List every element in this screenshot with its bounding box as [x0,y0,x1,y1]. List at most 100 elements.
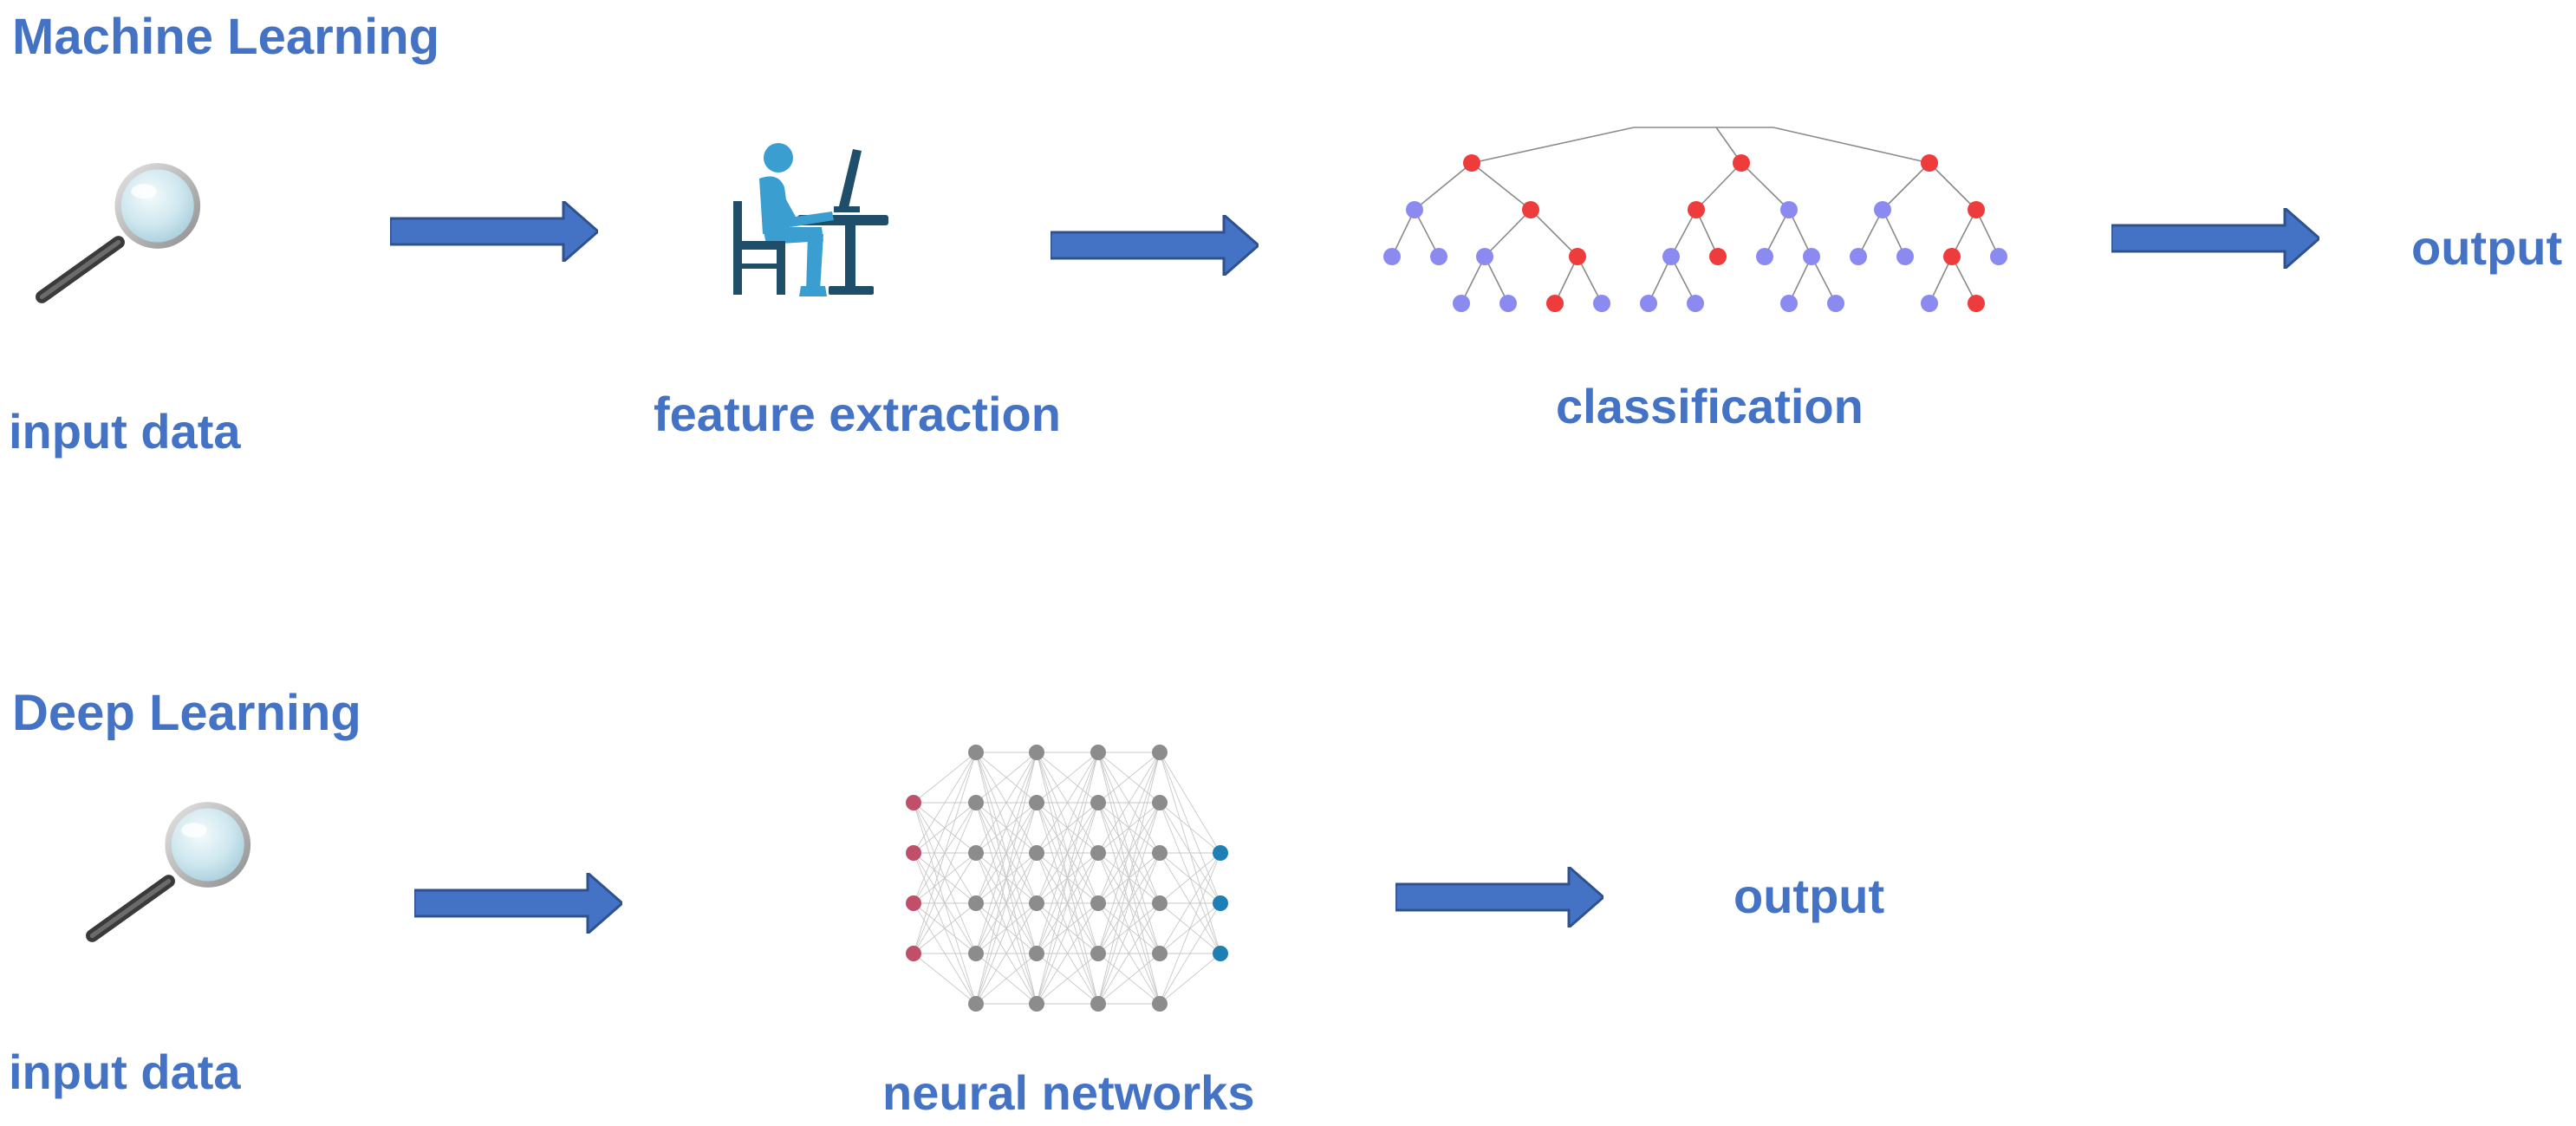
nn-connection [1036,752,1099,1005]
tree-node [1780,201,1798,218]
tree-edge [1577,256,1603,304]
ml-output-label: output [2411,220,2562,275]
dl-output-label: output [1734,869,1884,923]
nn-connection [913,752,977,904]
tree-node [1687,295,1704,312]
nn-connection [1097,752,1161,854]
nn-neuron [1152,745,1168,760]
nn-neuron [1152,845,1168,861]
person-at-computer-icon [733,143,888,296]
nn-connection [1097,953,1161,1005]
nn-connection [913,802,977,954]
tree-node [1569,248,1586,265]
tree-edge [1857,209,1883,257]
tree-node [1896,248,1914,265]
machine-learning-section: Machine Learning input data [9,9,2562,459]
nn-neuron [1152,795,1168,810]
nn-connection [913,852,977,954]
tree-node [1803,248,1820,265]
nn-connection [1036,752,1099,904]
nn-neuron [1213,895,1228,911]
tree-edge [1951,256,1977,304]
tree-node [1827,295,1844,312]
nn-connection [1036,752,1099,804]
tree-edge [1951,209,1977,257]
tree-edges [1391,127,2000,304]
nn-connection [1036,802,1099,1005]
nn-connection [975,752,1038,804]
nn-neuron [1090,845,1106,861]
nn-neuron [906,946,921,961]
nn-neuron [1213,946,1228,961]
nn-neuron [968,895,984,911]
tree-edge [1471,127,1930,164]
tree-edge [1670,256,1696,304]
nn-neuron [906,795,921,810]
nn-connection [1159,852,1221,1005]
ml-feature-step: feature extraction [654,143,1061,441]
nn-connection [1159,802,1221,854]
nn-neuron [1029,895,1044,911]
tree-edge [1484,256,1509,304]
tree-node [1476,248,1493,265]
tree-node [1968,295,1985,312]
nn-connection [975,802,1038,1005]
ml-classification-step: classification [1383,127,2007,433]
tree-node [1921,154,1938,172]
nn-neuron [906,845,921,861]
nn-connection [1036,852,1099,1005]
tree-node [1640,295,1657,312]
nn-neuron [1090,795,1106,810]
nn-connection [975,852,1038,1005]
nn-connection [1159,902,1221,1005]
arrow-icon [1051,215,1259,276]
nn-connection [1097,752,1161,904]
magnifier-icon [92,802,250,935]
dl-input-label: input data [9,1045,241,1099]
tree-edge [1811,256,1837,304]
dl-title: Deep Learning [12,685,361,741]
nn-neuron [1029,745,1044,760]
tree-edge [1530,209,1578,257]
tree-node [1546,295,1564,312]
arrow-icon [390,201,598,262]
tree-node [1522,201,1539,218]
nn-connection [975,752,1038,904]
nn-connection [1036,752,1099,954]
nn-neuron [1029,996,1044,1012]
nn-connection [1159,852,1221,904]
tree-node [1499,295,1517,312]
nn-connection [1097,752,1161,804]
tree-node [1990,248,2007,265]
nn-connection [913,752,977,804]
nn-neuron [1029,946,1044,961]
nn-connection [1097,752,1161,1005]
tree-node [1850,248,1867,265]
tree-edge [1740,162,1790,211]
dl-network-step: neural networks [882,745,1254,1120]
tree-node [1733,154,1750,172]
nn-connection [1159,752,1221,854]
dl-input-step: input data [9,802,250,1099]
tree-node [1709,248,1727,265]
nn-connection [1097,752,1161,954]
nn-connection [1159,953,1221,1005]
tree-node [1921,295,1938,312]
nn-connection [1036,752,1099,854]
tree-edge [1414,162,1473,211]
nn-neuron [1152,895,1168,911]
tree-edge [1764,209,1790,257]
tree-node [1453,295,1470,312]
nn-neuron [1152,946,1168,961]
tree-edge [1929,162,1977,211]
nn-connection [913,902,977,954]
nn-connection [1036,953,1099,1005]
deep-learning-section: Deep Learning input data neural networks… [9,685,1884,1120]
nn-connection [975,752,1038,854]
tree-node [1968,201,1985,218]
tree-edge [1670,209,1697,257]
decision-tree-icon [1383,127,2007,312]
nn-neuron [1090,895,1106,911]
nn-connections [913,752,1221,1005]
